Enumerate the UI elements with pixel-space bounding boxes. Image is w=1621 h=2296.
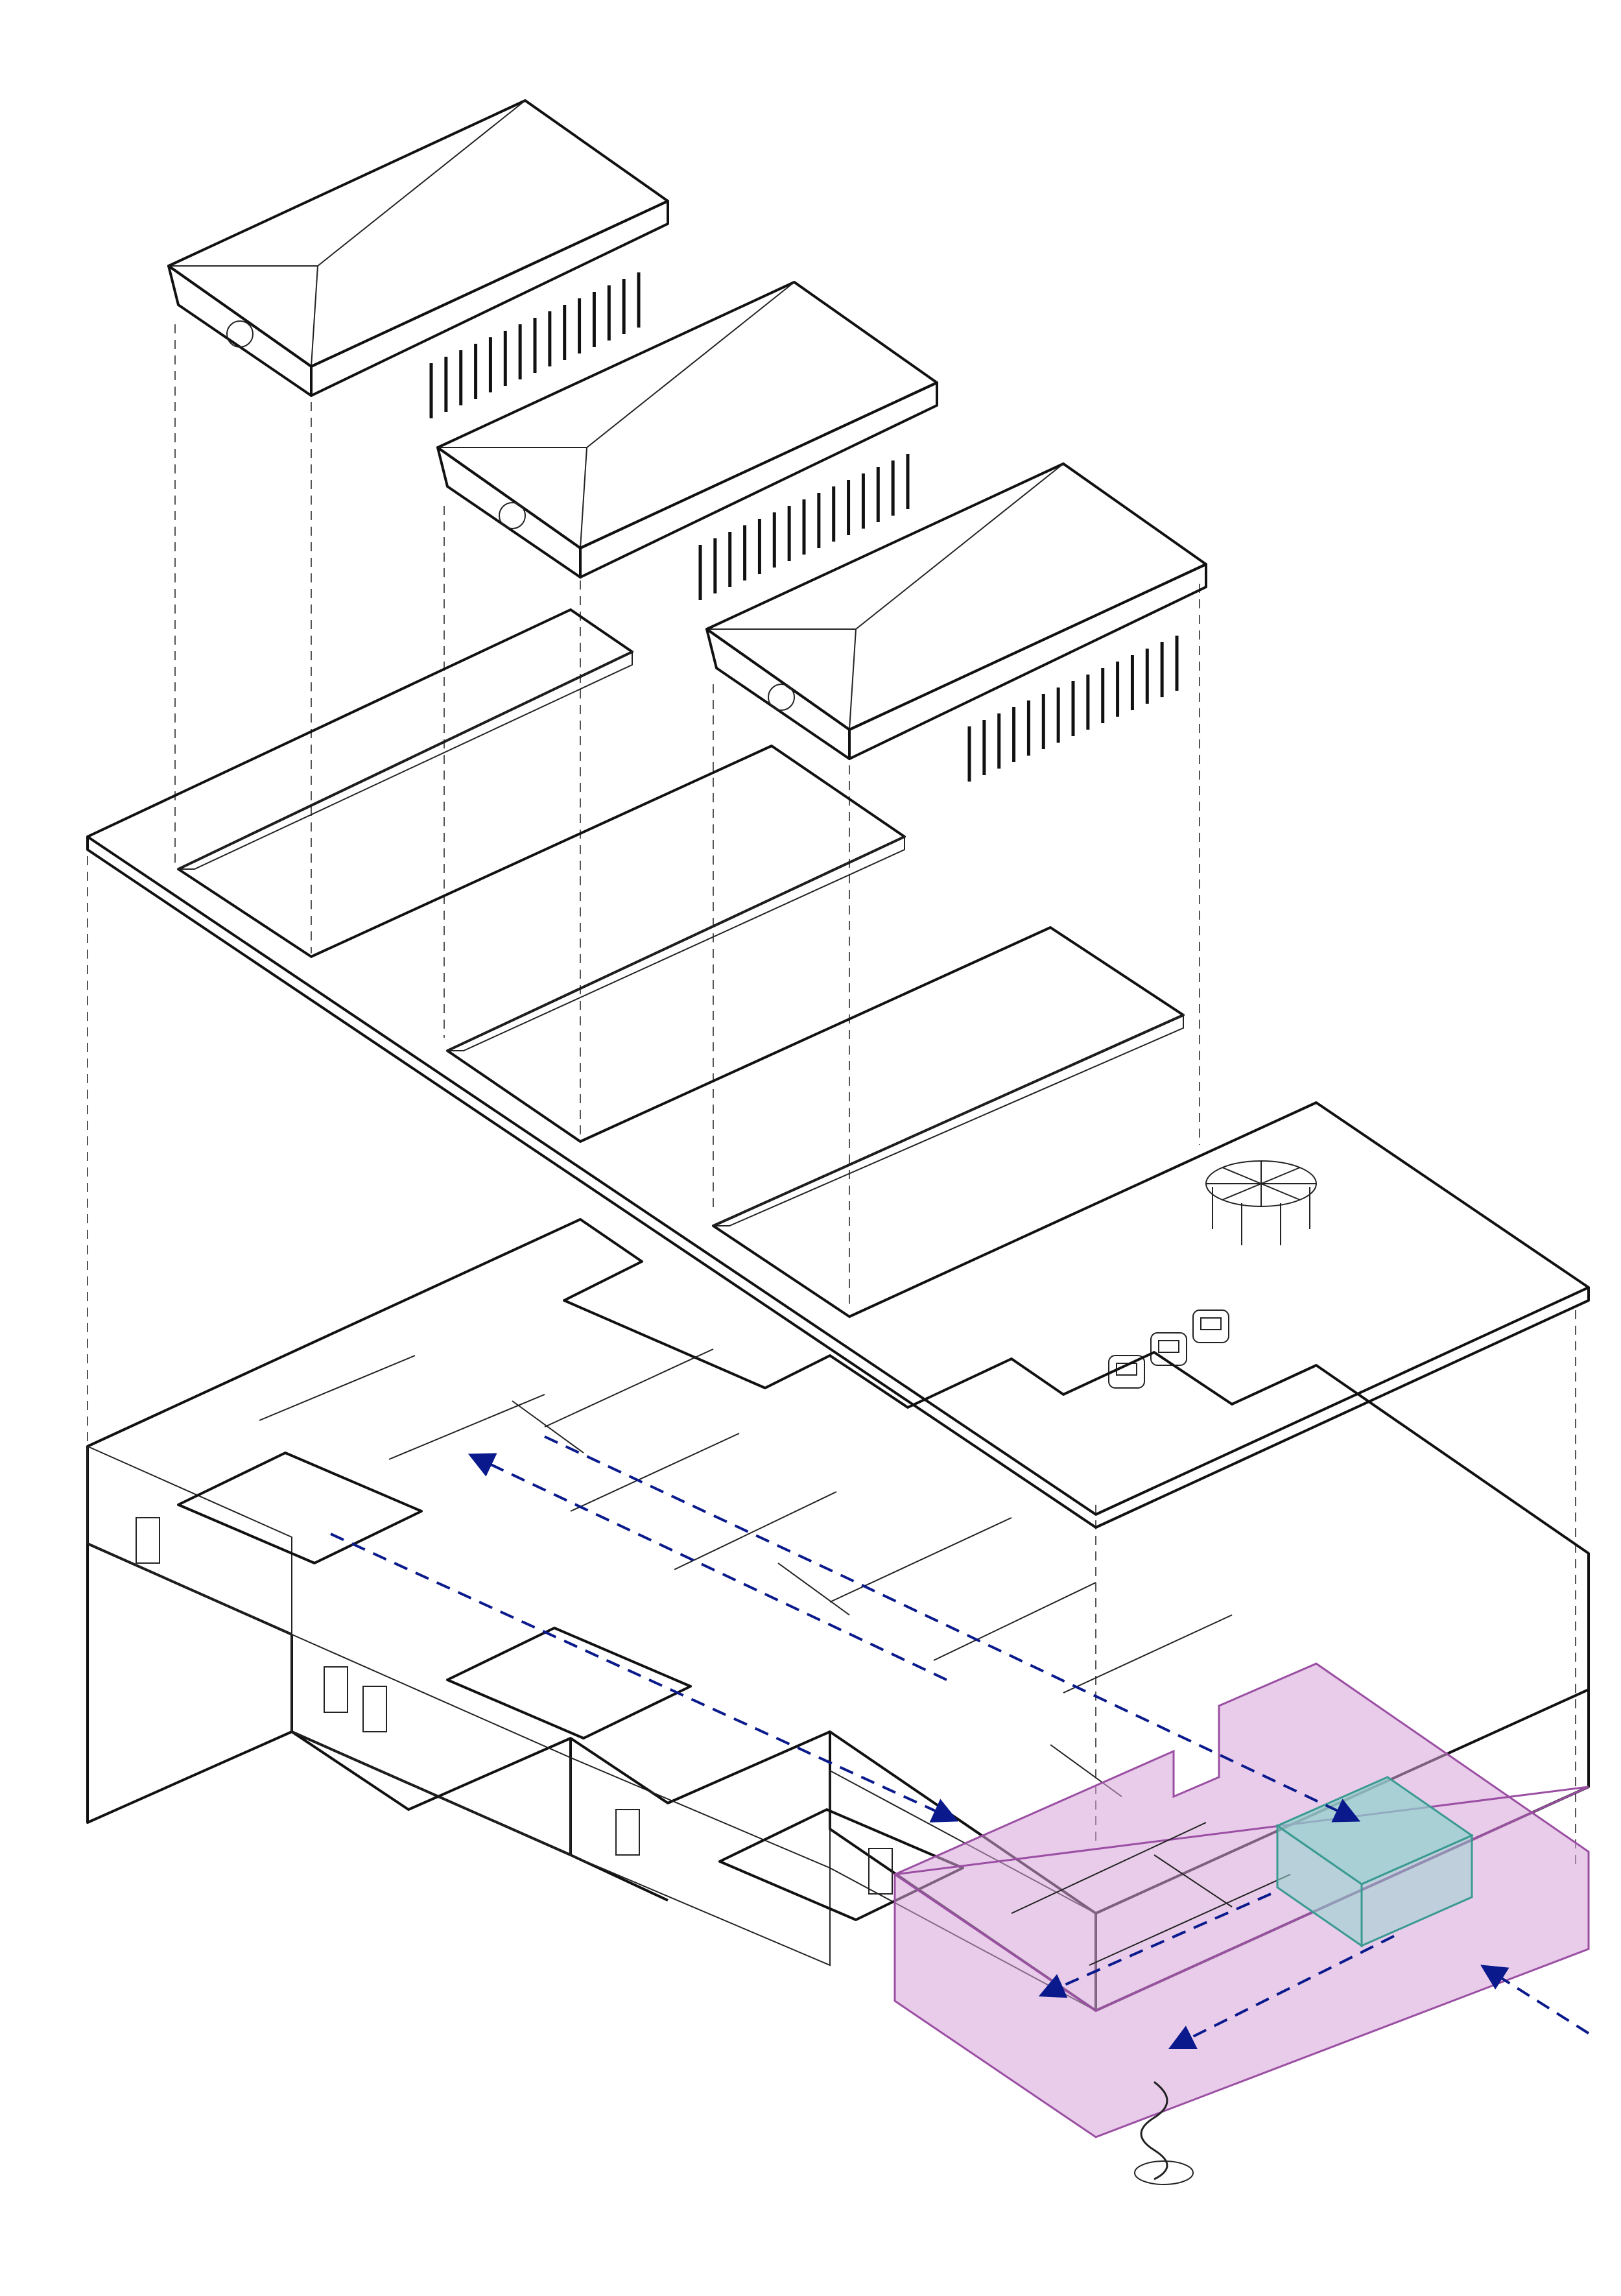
circulation-arrow — [1038, 1893, 1272, 1998]
circulation-arrow — [1168, 1935, 1395, 2049]
rooftop-unit-icon — [1108, 1309, 1229, 1389]
circulation-arrows — [330, 1435, 1590, 2049]
interior-partitions — [259, 1348, 1233, 1797]
oculus-icon — [768, 684, 795, 711]
roof-2 — [436, 281, 938, 600]
projection-lines — [87, 324, 1576, 1868]
roof-3-columns — [967, 636, 1179, 782]
rooms-in-zone — [1011, 1822, 1291, 1966]
roof-2-columns — [698, 454, 910, 600]
roof-1-columns — [429, 272, 641, 418]
courtyard-1 — [178, 651, 633, 870]
highlight-zone — [892, 1662, 1590, 2138]
circulation-arrow — [544, 1435, 1361, 1823]
highlight-core — [1275, 1776, 1474, 1948]
pergola-icon — [1205, 1160, 1317, 1245]
roof-slab-outline — [86, 608, 1590, 1516]
roof-3 — [705, 462, 1207, 782]
spiral-stair-icon — [1134, 2081, 1194, 2185]
circulation-arrow — [330, 1533, 959, 1823]
courtyard-2 — [447, 835, 905, 1051]
circulation-arrow — [1480, 1965, 1590, 2035]
roof-slab — [86, 608, 1590, 1529]
roof-1 — [167, 99, 669, 418]
window-bays — [136, 1517, 893, 1895]
floor-outline — [86, 1218, 1590, 1915]
oculus-icon — [499, 502, 526, 529]
oculus-icon — [226, 320, 254, 348]
courtyard-3 — [713, 1014, 1184, 1226]
circulation-arrow — [467, 1453, 947, 1681]
ground-floor-plan — [86, 1218, 1590, 2012]
